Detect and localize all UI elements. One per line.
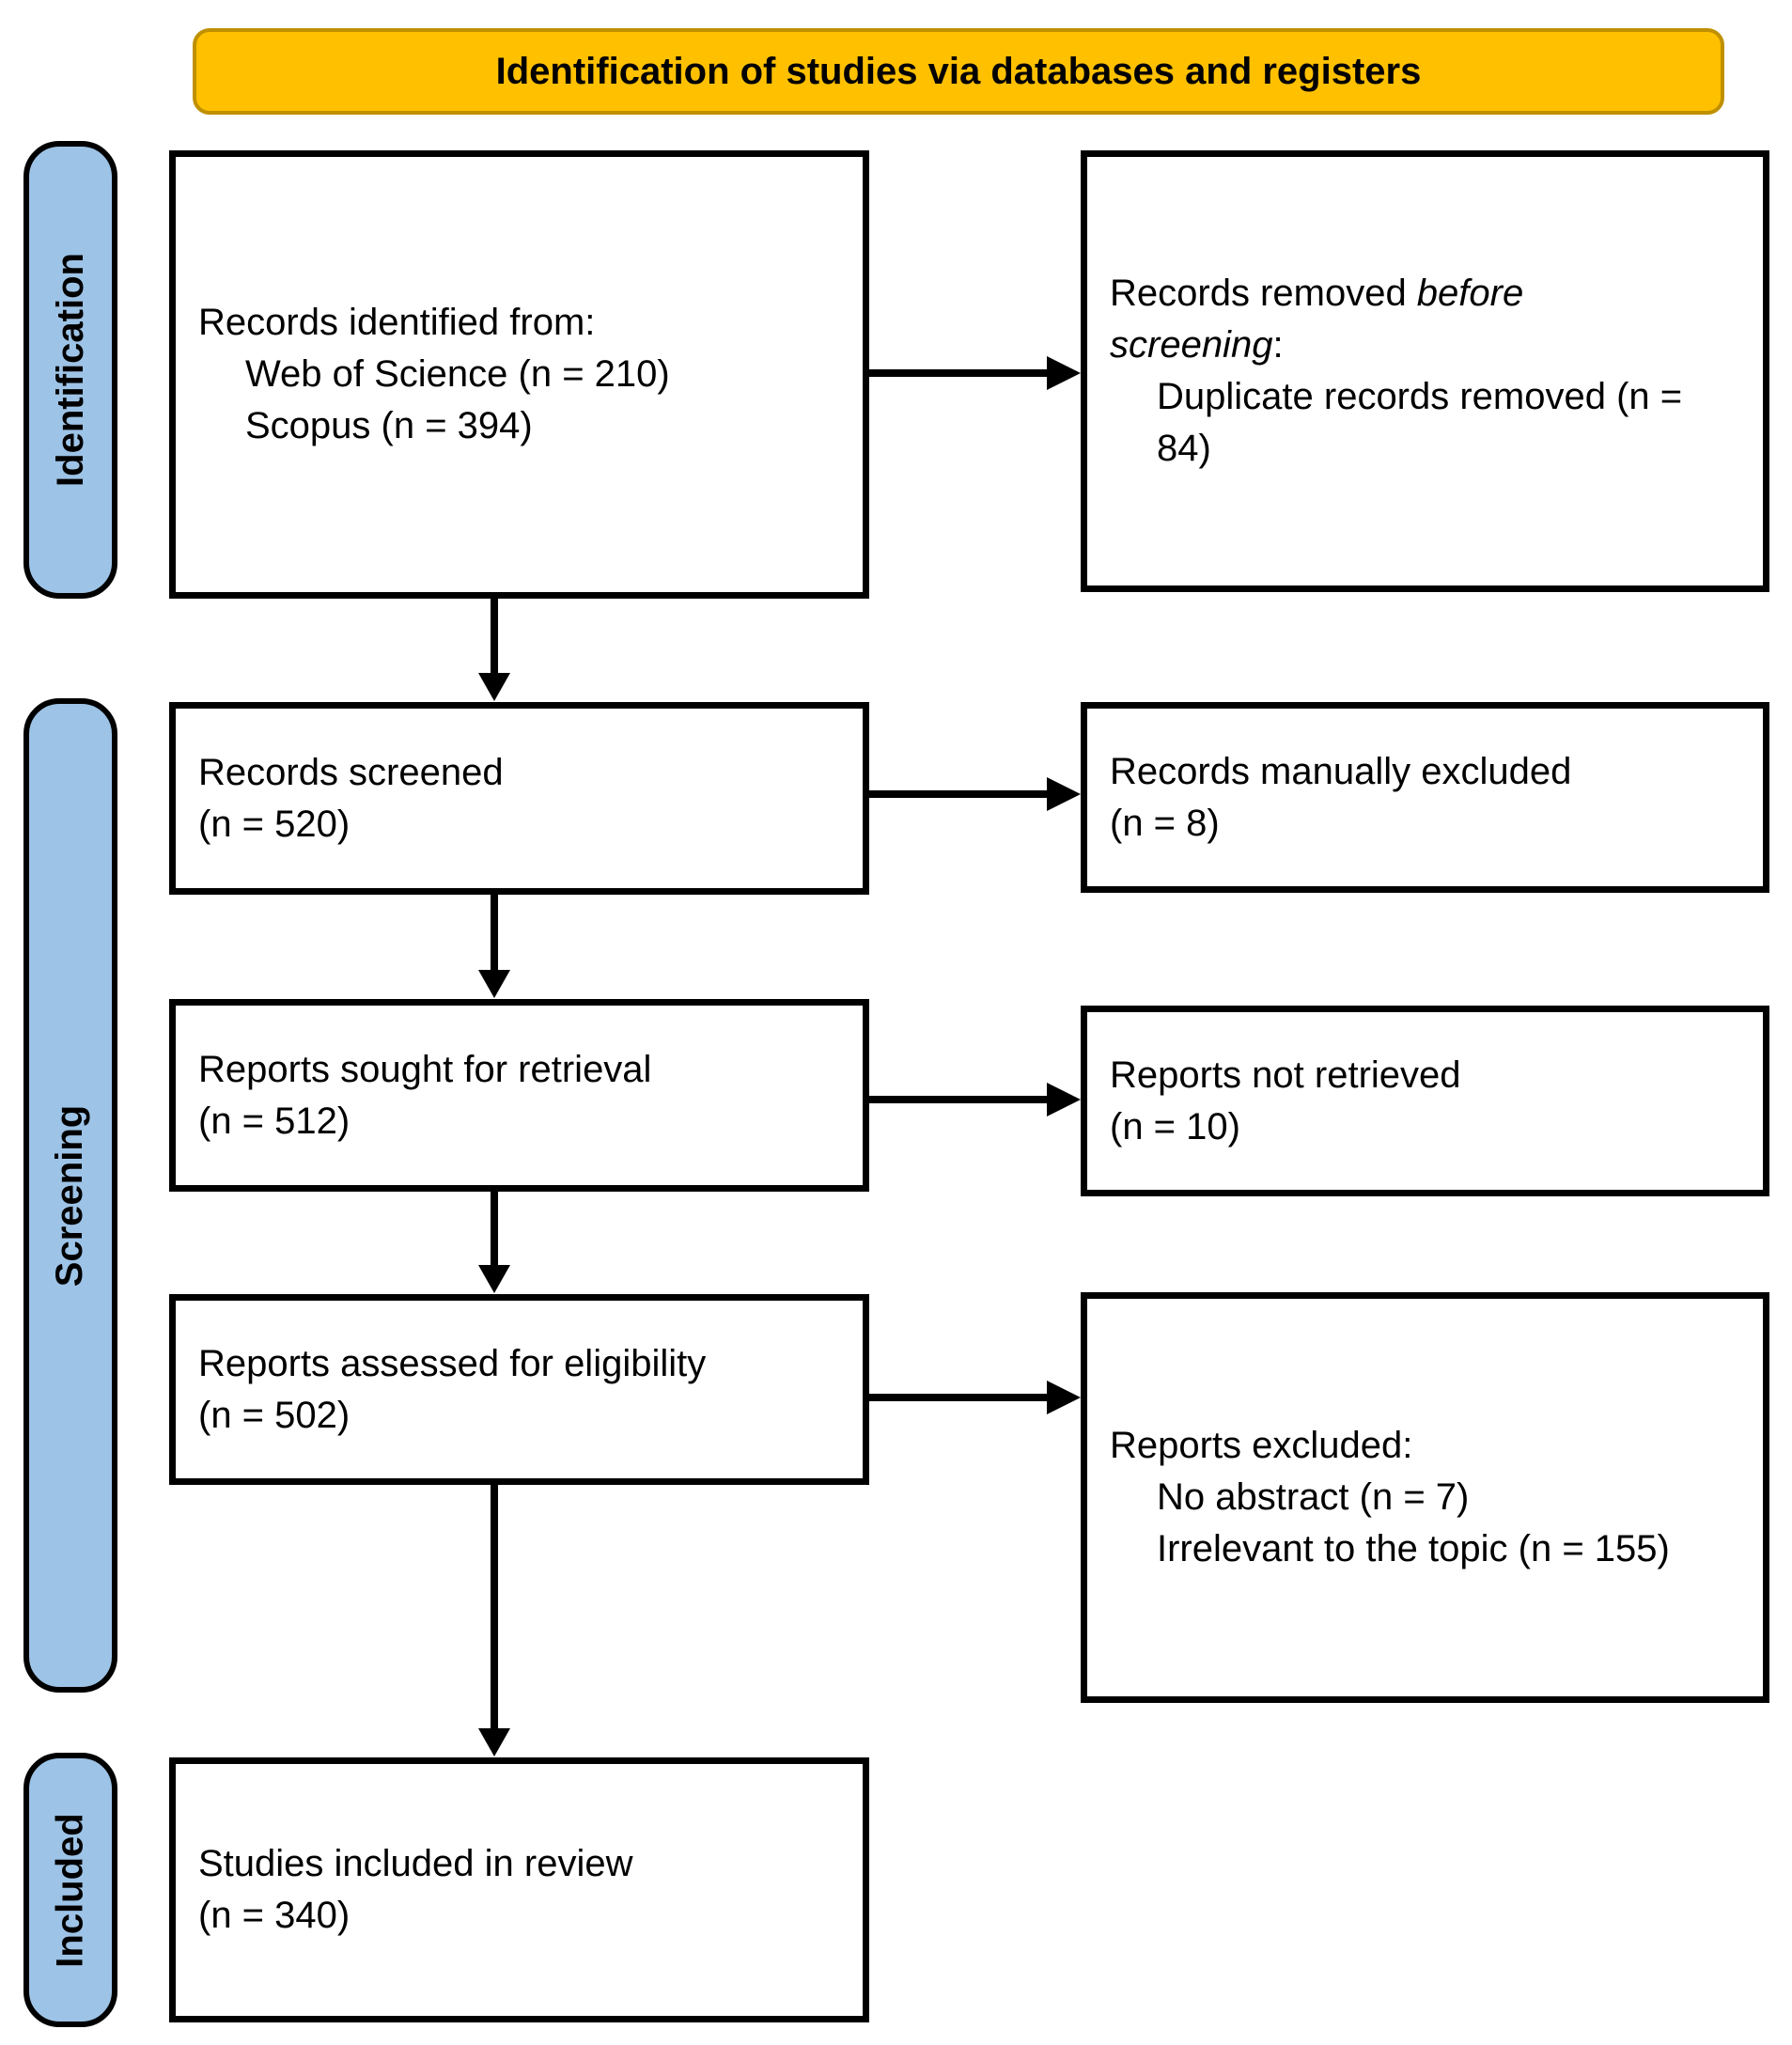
studies-included-heading: Studies included in review <box>198 1843 633 1884</box>
box-records-screened: Records screened (n = 520) <box>169 702 869 895</box>
arrow-sought-to-assessed <box>491 1192 498 1266</box>
stage-identification-pill: Identification <box>23 141 117 599</box>
arrow-identified-to-screened <box>491 599 498 674</box>
box-reports-not-retrieved: Reports not retrieved (n = 10) <box>1081 1006 1769 1196</box>
records-removed-item: Duplicate records removed (n = 84) <box>1157 376 1683 469</box>
box-reports-sought: Reports sought for retrieval (n = 512) <box>169 999 869 1192</box>
arrow-screened-to-manually-excluded <box>869 790 1048 798</box>
title-banner-label: Identification of studies via databases … <box>495 50 1422 92</box>
reports-excluded-heading: Reports excluded: <box>1110 1425 1413 1466</box>
arrow-identified-to-removed <box>869 369 1048 377</box>
box-reports-assessed: Reports assessed for eligibility (n = 50… <box>169 1294 869 1485</box>
stage-included-label: Included <box>49 1812 91 1968</box>
box-records-manually-excluded: Records manually excluded (n = 8) <box>1081 702 1769 893</box>
records-identified-item: Scopus (n = 394) <box>245 405 533 446</box>
arrow-assessed-to-included <box>491 1485 498 1729</box>
studies-included-count: (n = 340) <box>198 1895 351 1936</box>
reports-assessed-count: (n = 502) <box>198 1394 351 1436</box>
stage-identification-label: Identification <box>49 253 91 487</box>
box-studies-included: Studies included in review (n = 340) <box>169 1757 869 2022</box>
box-records-removed: Records removed before screening: Duplic… <box>1081 150 1769 592</box>
arrow-assessed-to-excluded <box>869 1394 1048 1401</box>
reports-sought-count: (n = 512) <box>198 1100 351 1142</box>
records-manually-excluded-count: (n = 8) <box>1110 802 1220 844</box>
reports-excluded-item: Irrelevant to the topic (n = 155) <box>1157 1528 1670 1569</box>
records-manually-excluded-heading: Records manually excluded <box>1110 750 1572 792</box>
stage-screening-pill: Screening <box>23 698 117 1693</box>
box-records-identified: Records identified from: Web of Science … <box>169 150 869 599</box>
reports-not-retrieved-count: (n = 10) <box>1110 1105 1240 1147</box>
reports-assessed-heading: Reports assessed for eligibility <box>198 1342 707 1384</box>
records-removed-emphasis: before screening <box>1110 273 1524 366</box>
records-screened-heading: Records screened <box>198 751 504 793</box>
stage-screening-label: Screening <box>49 1104 91 1287</box>
records-identified-item: Web of Science (n = 210) <box>245 353 670 395</box>
box-reports-excluded: Reports excluded: No abstract (n = 7) Ir… <box>1081 1292 1769 1703</box>
title-banner: Identification of studies via databases … <box>193 28 1724 115</box>
stage-included-pill: Included <box>23 1753 117 2027</box>
records-removed-heading: Records removed before screening: <box>1110 273 1524 366</box>
reports-excluded-item: No abstract (n = 7) <box>1157 1476 1470 1518</box>
reports-not-retrieved-heading: Reports not retrieved <box>1110 1054 1461 1096</box>
reports-sought-heading: Reports sought for retrieval <box>198 1048 652 1090</box>
records-screened-count: (n = 520) <box>198 803 351 845</box>
arrow-sought-to-not-retrieved <box>869 1096 1048 1103</box>
records-identified-heading: Records identified from: <box>198 302 596 343</box>
arrow-screened-to-sought <box>491 895 498 971</box>
